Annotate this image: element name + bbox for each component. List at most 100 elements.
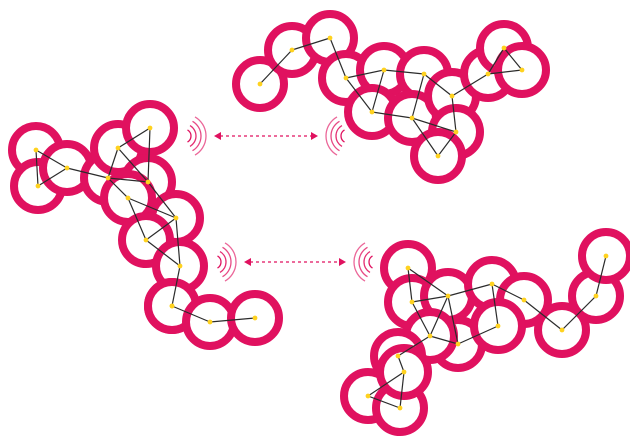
node: [105, 175, 111, 181]
bond: [451, 73, 489, 97]
bond: [127, 197, 177, 219]
bond: [411, 301, 431, 337]
bond: [345, 77, 373, 113]
node: [369, 109, 375, 115]
bond: [411, 117, 457, 133]
signal-waves-icon: [353, 242, 373, 282]
node: [125, 195, 131, 201]
node: [489, 281, 495, 287]
bond: [107, 177, 129, 199]
bond: [457, 325, 499, 345]
node: [405, 265, 411, 271]
cluster-bottom-left-nodes: [169, 303, 258, 325]
node: [445, 293, 451, 299]
node: [177, 263, 183, 269]
bond: [345, 69, 385, 79]
bond: [399, 371, 405, 409]
bond: [411, 295, 449, 303]
node: [289, 47, 295, 53]
node: [327, 35, 333, 41]
signal-arc: [217, 255, 222, 269]
signal-arc: [222, 246, 232, 278]
signal-waves-icon: [325, 116, 345, 156]
bond: [127, 197, 147, 241]
node: [252, 315, 258, 321]
cluster-top-left-rings: [8, 100, 208, 334]
bond: [437, 131, 457, 157]
signal-arc: [330, 120, 340, 152]
node: [409, 299, 415, 305]
cluster-top-right-rings: [232, 10, 550, 184]
bond: [429, 335, 459, 345]
signal-arc: [192, 120, 202, 152]
signal-arc: [325, 116, 338, 156]
node: [365, 393, 371, 399]
signal-arc: [335, 125, 343, 147]
signal-arc: [353, 242, 366, 282]
node: [35, 183, 41, 189]
bond: [66, 167, 109, 179]
bond-layer: [35, 37, 607, 409]
node: [519, 67, 525, 73]
arrowhead-right-icon: [339, 258, 346, 266]
node: [559, 327, 565, 333]
node: [455, 341, 461, 347]
bond: [447, 283, 493, 297]
arrowhead-right-icon: [311, 132, 318, 140]
signal-arc: [368, 255, 373, 269]
node: [33, 147, 39, 153]
bond: [329, 37, 347, 79]
node-layer: [33, 35, 609, 411]
signal-layer: [187, 116, 373, 282]
cluster-bottom-right-nodes: [365, 253, 609, 411]
node: [64, 165, 70, 171]
signal-arc: [187, 129, 192, 143]
interaction-top: [187, 116, 345, 156]
node: [435, 153, 441, 159]
node: [501, 45, 507, 51]
bond: [117, 127, 151, 149]
bond: [487, 47, 505, 75]
signal-arc: [194, 116, 207, 156]
bond: [367, 371, 405, 397]
bond: [491, 283, 525, 301]
ring-layer: [8, 10, 630, 436]
bond: [145, 239, 181, 267]
bond: [447, 295, 459, 345]
bond: [407, 267, 449, 297]
bond: [451, 95, 457, 133]
bond: [367, 395, 401, 409]
bond: [397, 355, 405, 373]
bond: [383, 69, 425, 75]
signal-arc: [224, 242, 237, 282]
bond: [503, 47, 523, 71]
signal-arc: [358, 246, 368, 278]
node: [143, 237, 149, 243]
node: [409, 115, 415, 121]
cluster-bottom-right-rings: [340, 228, 630, 436]
bond: [107, 147, 119, 179]
node: [145, 179, 151, 185]
bond: [411, 73, 425, 119]
cluster-bottom-left-bonds: [171, 305, 256, 323]
bond: [371, 69, 385, 113]
bond: [117, 147, 149, 183]
bond: [107, 177, 149, 183]
node: [173, 215, 179, 221]
bond: [411, 117, 439, 157]
signal-arc: [340, 129, 345, 143]
bond: [147, 127, 151, 183]
bond: [175, 217, 181, 267]
node: [257, 81, 263, 87]
bond: [145, 217, 177, 241]
node: [603, 253, 609, 259]
cluster-top-right-bonds: [259, 37, 523, 157]
node: [521, 297, 527, 303]
node: [453, 129, 459, 135]
cluster-top-left-nodes: [33, 125, 183, 309]
interaction-bottom: [217, 242, 373, 282]
signal-arc: [219, 251, 227, 273]
bond: [371, 111, 413, 119]
node: [397, 405, 403, 411]
